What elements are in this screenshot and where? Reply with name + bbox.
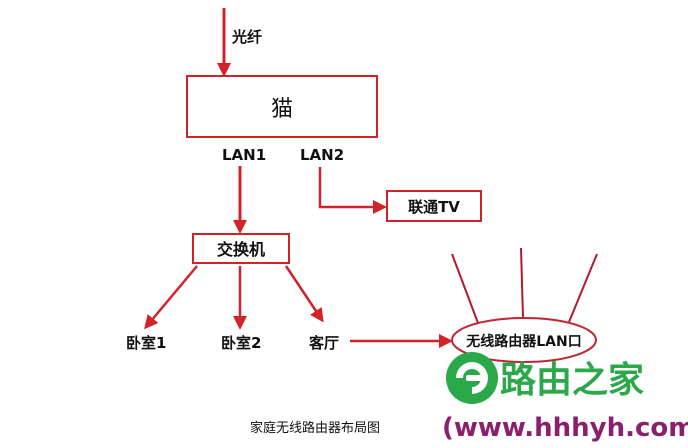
switch-box [192, 233, 290, 264]
switch-label: 交换机 [217, 240, 265, 259]
iptv-label: 联通TV [408, 198, 460, 216]
router-label: 无线路由器LAN口 [465, 333, 581, 350]
router-antenna-right [568, 253, 598, 323]
watermark-url: (www.hhhyh.com) [442, 413, 688, 443]
watermark-brand: 路由之家 [500, 360, 644, 401]
lan1-label: LAN1 [222, 146, 266, 164]
iptv-box [386, 190, 482, 222]
bedroom1-label: 卧室1 [126, 334, 166, 352]
modem-box [186, 75, 378, 138]
switch-to-bedroom1-arrow [144, 265, 198, 330]
switch-to-living-room-arrow [284, 265, 324, 323]
bedroom2-label: 卧室2 [221, 334, 261, 352]
watermark-logo: 路由之家 (www.hhhyh.com) [442, 352, 688, 443]
router-antenna-middle [520, 247, 524, 319]
lan2-to-iptv-arrow [318, 167, 387, 214]
lan2-label: LAN2 [300, 146, 344, 164]
router-antenna-left [451, 253, 479, 324]
living-room-label: 客厅 [308, 334, 339, 352]
router-ellipse [451, 317, 597, 363]
modem-label: 猫 [271, 97, 293, 122]
diagram-caption: 家庭无线路由器布局图 [250, 420, 380, 436]
fiber-label: 光纤 [231, 28, 262, 46]
